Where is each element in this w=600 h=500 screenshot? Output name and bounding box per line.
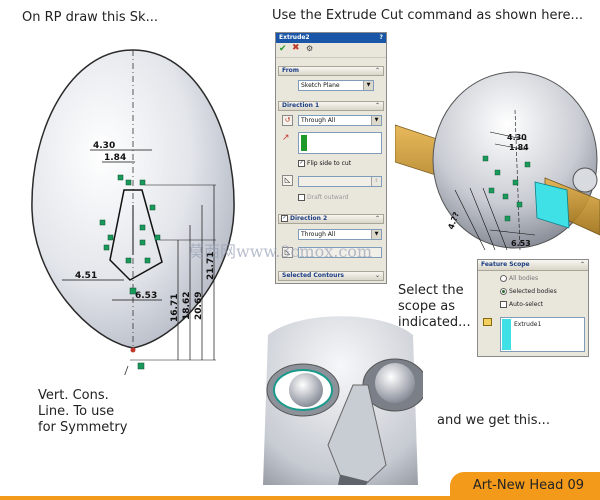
- dim-4-30: 4.30: [93, 141, 115, 151]
- caption-select-scope: Select the scope as indicated...: [398, 283, 471, 330]
- flip-side-checkbox[interactable]: ✓Flip side to cut: [298, 160, 352, 167]
- collapse-chevron-icon: ⌃: [374, 215, 380, 222]
- dim-20-69: 20.69: [194, 292, 204, 320]
- iso-head-view: 4.30 1.84 6.53 4.??: [395, 71, 600, 251]
- feature-scope-panel: Feature Scope⌃ All bodies Selected bodie…: [477, 259, 589, 357]
- direction-arrow-icon: ↗: [282, 133, 290, 143]
- section-selected-contours[interactable]: Selected Contours⌄: [278, 271, 384, 281]
- cancel-x-icon[interactable]: ✖: [292, 43, 300, 53]
- help-icon[interactable]: ?: [379, 34, 383, 41]
- left-eyeball: [289, 373, 323, 407]
- dropdown-arrow-icon: ▼: [371, 230, 381, 239]
- dim-6-53: 6.53: [135, 291, 157, 301]
- cyan-body: [534, 181, 570, 229]
- iso-dim-1-84: 1.84: [509, 143, 529, 152]
- footer-badge: Art-New Head 09: [450, 472, 600, 500]
- pm-titlebar: Extrude2 ?: [276, 33, 386, 43]
- auto-select-checkbox[interactable]: Auto-select: [500, 301, 543, 308]
- right-eyeball: [375, 363, 415, 403]
- bodies-folder-icon: [483, 318, 492, 326]
- pm-title: Extrude2: [279, 34, 310, 41]
- dropdown-arrow-icon: ▼: [363, 81, 373, 90]
- caption-step2: Use the Extrude Cut command as shown her…: [272, 8, 583, 23]
- nose-sketch-outline: [109, 189, 163, 281]
- draft-angle-input-2[interactable]: [298, 247, 382, 258]
- dropdown-arrow-icon: ▼: [371, 116, 381, 125]
- caption-vertical-construction: Vert. Cons. Line. To use for Symmetry: [38, 388, 128, 435]
- iso-dim-6-53: 6.53: [511, 239, 531, 248]
- iso-dim-4-30: 4.30: [507, 133, 527, 142]
- feature-scope-header[interactable]: Feature Scope⌃: [478, 260, 588, 271]
- dim-16-71: 16.71: [170, 294, 180, 322]
- caption-step1: On RP draw this Sk...: [22, 10, 158, 25]
- result-face-view: [263, 316, 423, 485]
- section-direction-2[interactable]: ✓Direction 2⌃: [278, 214, 384, 224]
- footer-label: Art-New Head 09: [472, 478, 584, 493]
- dim-4-51: 4.51: [75, 271, 97, 281]
- collapse-chevron-icon: ⌃: [374, 102, 380, 109]
- draft-angle-input[interactable]: ⇕: [298, 176, 382, 187]
- from-select[interactable]: Sketch Plane▼: [298, 80, 374, 91]
- footer-accent-line: [0, 496, 600, 500]
- sketch-egg-view: 4.30 1.84 4.51 6.53 16.71 18.62 20.69 21…: [31, 49, 235, 375]
- ok-check-icon[interactable]: ✔: [279, 44, 287, 54]
- collapse-chevron-icon: ⌃: [374, 67, 380, 74]
- direction-vector-box[interactable]: [298, 132, 382, 154]
- section-direction-1[interactable]: Direction 1⌃: [278, 101, 384, 111]
- selected-bodies-radio[interactable]: Selected bodies: [500, 288, 557, 295]
- spin-arrows-icon: ⇕: [371, 177, 381, 186]
- list-item[interactable]: Extrude1: [514, 321, 542, 328]
- draft-outward-checkbox[interactable]: Draft outward: [298, 194, 349, 201]
- pm-action-bar: ✔ ✖ ⚙: [276, 43, 386, 58]
- all-bodies-radio[interactable]: All bodies: [500, 275, 538, 282]
- extrude-property-manager: Extrude2 ? ✔ ✖ ⚙ From⌃ Sketch Plane▼ Dir…: [275, 32, 387, 284]
- dim-18-62: 18.62: [182, 292, 192, 320]
- bodies-list[interactable]: Extrude1: [500, 317, 585, 352]
- direction2-select[interactable]: Through All▼: [298, 229, 382, 240]
- draft-icon-2[interactable]: ◺: [282, 247, 293, 258]
- caption-result: and we get this...: [437, 413, 550, 428]
- reverse-direction-icon[interactable]: ↺: [282, 115, 293, 126]
- dim-21-71: 21.71: [206, 252, 216, 280]
- watermark-text: 莫西网www.3cmox.com: [188, 242, 373, 261]
- direction1-select[interactable]: Through All▼: [298, 115, 382, 126]
- dim-1-84: 1.84: [104, 153, 126, 163]
- collapse-chevron-icon: ⌃: [579, 261, 585, 268]
- expand-chevron-icon: ⌄: [374, 272, 380, 279]
- detail-preview-icon[interactable]: ⚙: [306, 44, 314, 53]
- section-from[interactable]: From⌃: [278, 66, 384, 76]
- draft-icon[interactable]: ◺: [282, 175, 293, 186]
